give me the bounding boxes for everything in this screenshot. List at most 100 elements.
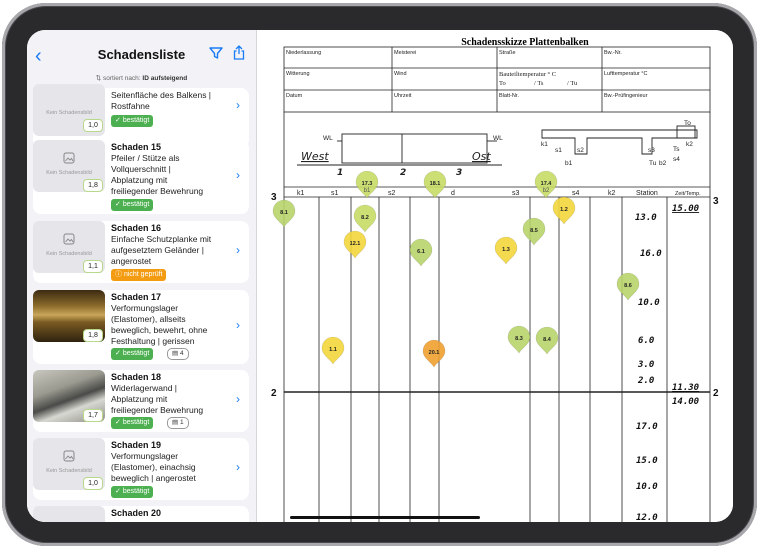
damage-marker-18.1[interactable]: 18.1 [423,170,447,199]
section-label: k2 [686,141,693,148]
damage-marker-17.4[interactable]: 17.4b2 [534,170,558,199]
field-bauteiltemperatur: Bauteiltemperatur ° C [499,71,556,78]
station-value: 17.0 [636,422,658,432]
marker-label: 1.2 [560,207,568,213]
filter-icon[interactable] [209,46,223,60]
column-header: s1 [331,190,339,197]
marker-label: 8.2 [361,215,369,221]
section-label: Tu [649,160,657,167]
section-label: To [684,120,691,127]
chevron-right-icon[interactable]: › [236,168,240,182]
column-header: s2 [388,190,396,197]
section-label: s1 [555,147,562,154]
row-mark: 2 [713,388,719,399]
status-badge: ✓ bestätigt [111,115,154,127]
section-label: k1 [541,141,548,148]
back-chevron-icon[interactable]: ‹ [35,45,42,67]
score-badge: 1,0 [83,477,103,490]
field-datum: Datum [286,93,303,99]
score-badge: 1,8 [83,329,103,342]
row-mark: 3 [271,192,277,203]
handwritten-west: West [301,150,329,163]
water-level-label: WL [493,135,503,142]
no-image-thumbnail [33,506,105,522]
list-item[interactable]: 1,8 Schaden 17 Verformungslager (Elastom… [33,290,249,364]
chevron-right-icon[interactable]: › [236,460,240,474]
station-value: 16.0 [640,249,662,259]
handwritten-ost: Ost [472,150,491,163]
marker-label: 8.1 [280,210,288,216]
damage-marker-8.3[interactable]: 8.3 [507,325,531,354]
damage-marker-8.5[interactable]: 8.5 [522,217,546,246]
sketch-title: Schadensskizze Plattenbalken [461,37,589,48]
list-item[interactable]: Kein Schadensbild 1,8 Schaden 15 Pfeiler… [33,140,249,214]
axis-mark: 1 [337,168,343,178]
item-description: Pfeiler / Stütze als Vollquerschnitt | A… [111,153,204,196]
list-item[interactable]: 1,7 Schaden 18 Widerlagerwand | Abplatzu… [33,370,249,432]
column-header: s4 [572,190,580,197]
field-uhrzeit: Uhrzeit [394,93,412,99]
form-grid [283,46,711,113]
time-value: 11.30 [672,383,700,393]
damage-sketch-document[interactable]: Schadensskizze Plattenbalken Niederlassu… [257,30,733,522]
chevron-right-icon[interactable]: › [236,243,240,257]
marker-label: 6.1 [417,249,425,255]
list-item[interactable]: Kein Schadensbild 1,0 Schaden 19 Verform… [33,438,249,500]
damage-marker-8.4[interactable]: 8.4 [535,326,559,355]
station-value: 13.0 [635,213,657,223]
grid-verticals [318,197,668,522]
list-item[interactable]: Kein Schadensbild 1,0 Seitenfläche des B… [33,84,249,148]
station-values: 13.0 16.0 10.0 6.0 3.0 2.0 15.00 11.30 1… [635,204,700,522]
item-title: Schaden 19 [111,440,162,450]
damage-marker-20.1[interactable]: 20.1 [422,339,446,368]
marker-sublabel: b1 [364,188,371,194]
photo-count-badge: ▤ 1 [167,417,189,429]
share-icon[interactable] [233,45,245,60]
image-placeholder-icon [63,233,75,245]
sort-prefix: sortiert nach: [103,75,141,82]
section-label: s2 [577,147,584,154]
damage-marker-8.1[interactable]: 8.1 [272,199,296,228]
sort-indicator[interactable]: ⇅ sortiert nach: ID aufsteigend [95,75,188,82]
damage-marker-1.2[interactable]: 1.2 [552,196,576,225]
no-image-label: Kein Schadensbild [46,110,92,116]
section-label: s3 [648,147,655,154]
chevron-right-icon[interactable]: › [236,318,240,332]
damage-marker-1.1[interactable]: 1.1 [321,336,345,365]
field-pruefingenieur: Bw.-Prüfingenieur [604,93,648,99]
score-badge: 1,7 [83,409,103,422]
section-label: Ts [673,146,680,153]
axis-mark: 3 [456,168,462,178]
no-image-label: Kein Schadensbild [46,170,92,176]
chevron-right-icon[interactable]: › [236,392,240,406]
marker-label: 8.4 [543,337,552,343]
temp-tu: / Tu [567,80,578,87]
damage-marker-6.1[interactable]: 6.1 [409,238,433,267]
marker-label: 8.3 [515,336,523,342]
sketch-canvas: Schadensskizze Plattenbalken Niederlassu… [271,37,719,522]
no-image-label: Kein Schadensbild [46,468,92,474]
damage-marker-12.1[interactable]: 12.1 [343,230,367,259]
list-item[interactable]: Schaden 20 [33,506,249,522]
field-witterung: Witterung [286,71,310,77]
photo-count-badge: ▤ 4 [167,348,189,360]
station-value: 10.0 [636,482,658,492]
station-value: 12.0 [636,513,658,522]
damage-marker-8.6[interactable]: 8.6 [616,272,640,301]
field-strasse: Straße [499,50,516,56]
list-item[interactable]: Kein Schadensbild 1,1 Schaden 16 Einfach… [33,221,249,283]
chevron-right-icon[interactable]: › [236,98,240,112]
marker-label: 8.6 [624,283,632,289]
axis-mark: 2 [400,168,406,178]
row-mark: 3 [713,196,719,207]
damage-marker-8.2[interactable]: 8.2 [353,204,377,233]
row-mark: 2 [271,388,277,399]
column-header: Station [636,190,658,197]
damage-marker-1.3[interactable]: 1.3 [494,236,518,265]
sort-value: ID aufsteigend [142,75,188,82]
item-title: Schaden 17 [111,292,162,302]
damage-marker-17.3[interactable]: 17.3b1 [355,170,379,199]
marker-label: 8.5 [530,228,538,234]
damage-list-sidebar: ‹ Schadensliste ⇅ sortiert nach: ID aufs… [27,30,257,522]
item-title: Schaden 18 [111,372,162,382]
